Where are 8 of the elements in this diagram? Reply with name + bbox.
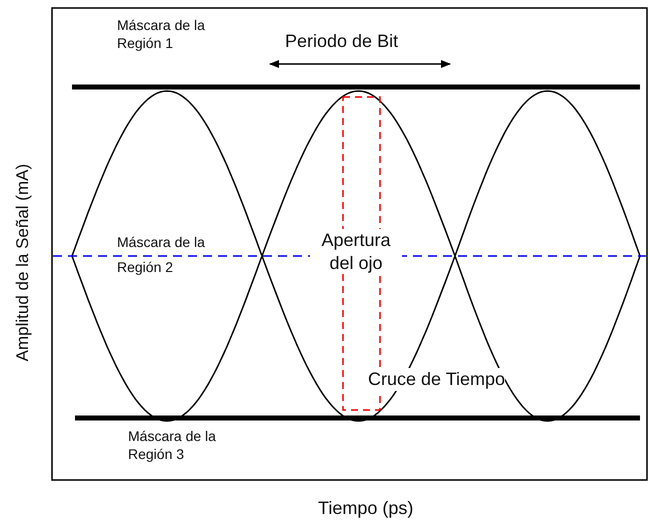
annotation-text: Máscara de la Región 2 <box>117 233 206 277</box>
annotation-text: Apertura del ojo <box>310 229 402 274</box>
annotation-text: Periodo de Bit <box>285 30 398 52</box>
annotation-text: Máscara de la Región 1 <box>117 17 206 52</box>
axis-title: Amplitud de la Señal (mA) <box>12 163 33 361</box>
axis-title: Tiempo (ps) <box>318 497 414 520</box>
annotation-text: Cruce de Tiempo <box>368 368 506 390</box>
annotation-text: Máscara de la Región 3 <box>128 428 217 463</box>
